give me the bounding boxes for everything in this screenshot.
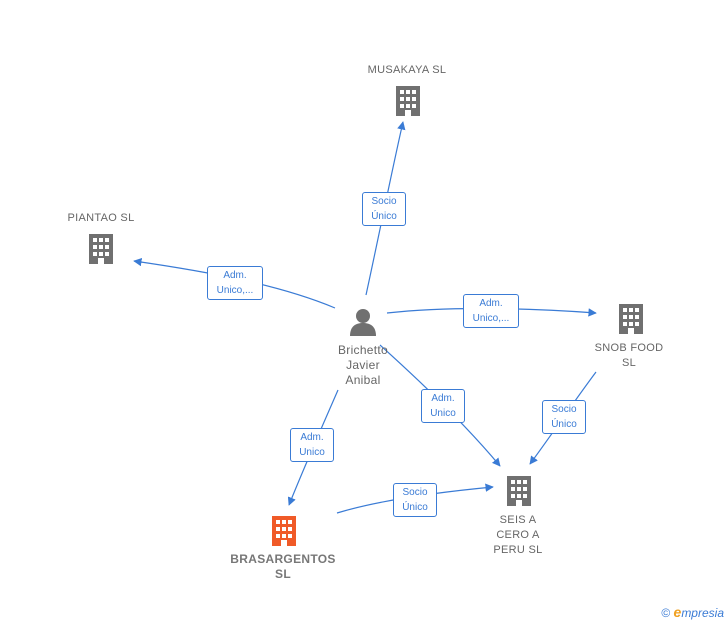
node-label-person[interactable]: Brichetto Javier Anibal — [337, 343, 389, 387]
node-label-snob-food[interactable]: SNOB FOOD SL — [594, 342, 664, 369]
edge-label-adm-unico: Adm. Unico — [421, 389, 465, 423]
building-icon[interactable] — [272, 516, 296, 546]
node-label-seis-a-cero[interactable]: SEIS A CERO A PERU SL — [493, 514, 543, 556]
edge-label-adm-unico: Adm. Unico — [290, 428, 334, 462]
node-label-piantao[interactable]: PIANTAO SL — [67, 212, 135, 224]
node-label-musakaya[interactable]: MUSAKAYA SL — [367, 64, 447, 76]
brand-name: mpresia — [681, 606, 724, 620]
copyright-icon: © — [661, 606, 671, 620]
edge-label-socio-unico: Socio Único — [542, 400, 586, 434]
edge-label-socio-unico: Socio Único — [362, 192, 406, 226]
footer-brand[interactable]: © empresia — [661, 604, 724, 620]
edge-label-adm-unico: Adm. Unico,... — [207, 266, 263, 300]
building-icon[interactable] — [396, 86, 420, 116]
brand-logo-e: e — [673, 604, 682, 620]
building-icon[interactable] — [619, 304, 643, 334]
building-icon[interactable] — [507, 476, 531, 506]
edge-label-adm-unico: Adm. Unico,... — [463, 294, 519, 328]
building-icon[interactable] — [89, 234, 113, 264]
node-label-brasargentos[interactable]: BRASARGENTOS SL — [230, 552, 336, 581]
edge-label-socio-unico: Socio Único — [393, 483, 437, 517]
person-icon[interactable] — [350, 309, 376, 336]
